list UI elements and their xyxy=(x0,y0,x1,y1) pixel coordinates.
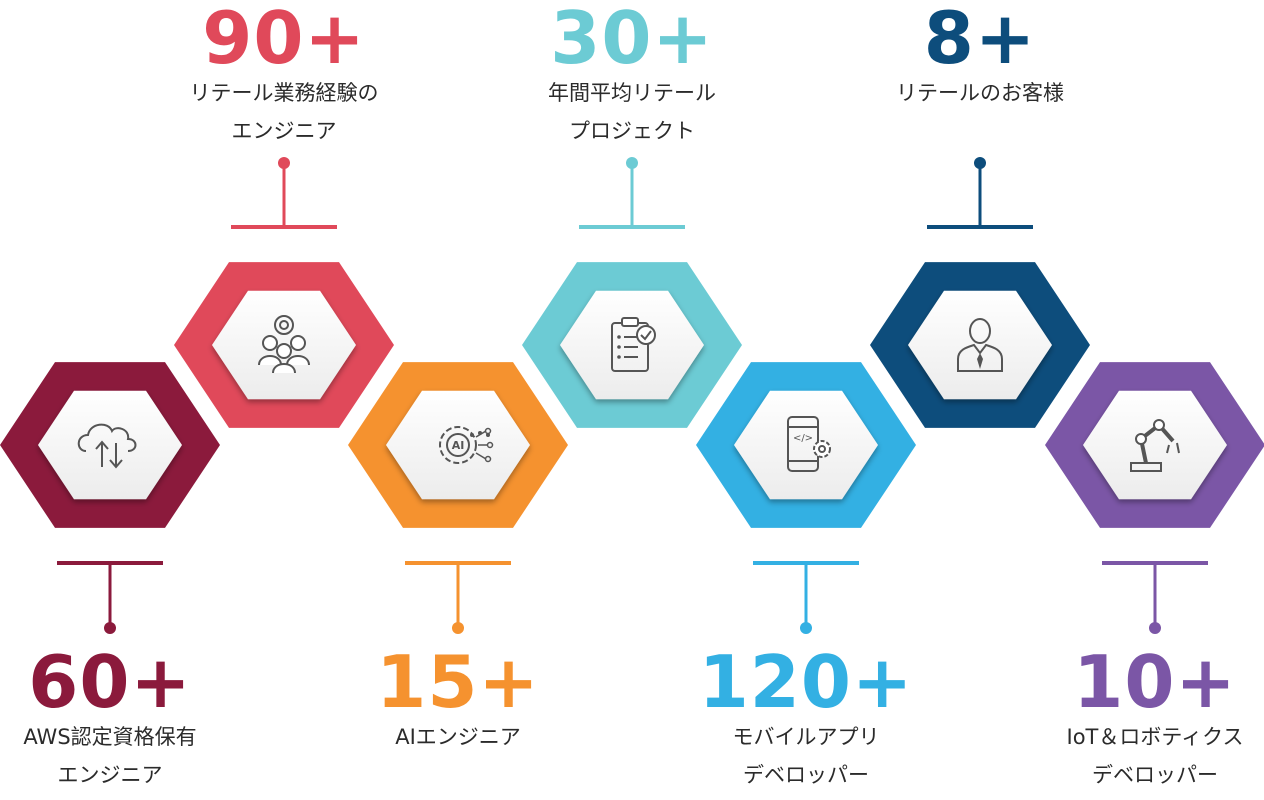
stat-caption: リテールのお客様 xyxy=(896,81,1064,105)
connector-dot xyxy=(626,157,638,169)
stat-value: 15+ xyxy=(376,640,540,724)
connector-dot xyxy=(1149,622,1161,634)
stat-caption: デベロッパー xyxy=(1092,763,1218,787)
stat-hexagon: AI xyxy=(348,362,568,528)
stat-label-block: 90+リテール業務経験のエンジニア xyxy=(154,2,414,150)
stat-caption: IoT＆ロボティクス xyxy=(1066,725,1244,749)
connector-dot xyxy=(452,622,464,634)
stat-caption: AIエンジニア xyxy=(395,725,521,749)
clipboard-check-icon xyxy=(611,317,656,372)
hexagon-inner xyxy=(1083,390,1227,500)
stat-caption: プロジェクト xyxy=(569,119,695,143)
stat-value: 30+ xyxy=(550,0,714,80)
hexagon-inner xyxy=(560,290,704,400)
stat-caption: エンジニア xyxy=(231,119,337,143)
stat-label-block: 8+リテールのお客様 xyxy=(850,2,1110,112)
stat-hexagon xyxy=(174,262,394,428)
robot-arm-icon xyxy=(1130,419,1180,472)
stat-label-block: 30+年間平均リテールプロジェクト xyxy=(502,2,762,150)
businessman-icon xyxy=(957,318,1003,372)
stat-value: 60+ xyxy=(28,640,192,724)
team-gear-icon xyxy=(258,315,310,374)
stat-caption: モバイルアプリ xyxy=(732,725,880,749)
stat-value: 90+ xyxy=(202,0,366,80)
connector-dot xyxy=(974,157,986,169)
svg-text:AI: AI xyxy=(452,439,465,452)
stat-label-block: 60+AWS認定資格保有エンジニア xyxy=(0,646,240,794)
stat-caption: デベロッパー xyxy=(743,763,869,787)
stat-caption: リテール業務経験の xyxy=(189,81,379,105)
stat-hexagon: </> xyxy=(696,362,916,528)
stat-hexagon xyxy=(870,262,1090,428)
hexagon-inner xyxy=(38,390,182,500)
hexagon-inner xyxy=(386,390,530,500)
stat-value: 120+ xyxy=(698,640,914,724)
stat-hexagon xyxy=(0,362,220,528)
stat-label-block: 10+IoT＆ロボティクスデベロッパー xyxy=(1025,646,1264,794)
stat-caption: エンジニア xyxy=(57,763,163,787)
stat-value: 10+ xyxy=(1073,640,1237,724)
connector-dot xyxy=(800,622,812,634)
stat-label-block: 120+モバイルアプリデベロッパー xyxy=(676,646,936,794)
hexagon-inner xyxy=(908,290,1052,400)
cloud-sync-icon xyxy=(77,423,137,469)
hexagon-inner xyxy=(734,390,878,500)
connector-dot xyxy=(278,157,290,169)
stat-label-block: 15+AIエンジニア xyxy=(328,646,588,756)
stat-hexagon xyxy=(1045,362,1264,528)
ai-chip-icon: AI xyxy=(439,426,494,464)
stat-hexagon xyxy=(522,262,742,428)
stat-value: 8+ xyxy=(923,0,1037,80)
connector-dot xyxy=(104,622,116,634)
svg-text:</>: </> xyxy=(793,433,813,444)
mobile-code-icon: </> xyxy=(787,416,831,472)
stat-caption: 年間平均リテール xyxy=(548,81,716,105)
stat-caption: AWS認定資格保有 xyxy=(23,725,197,749)
